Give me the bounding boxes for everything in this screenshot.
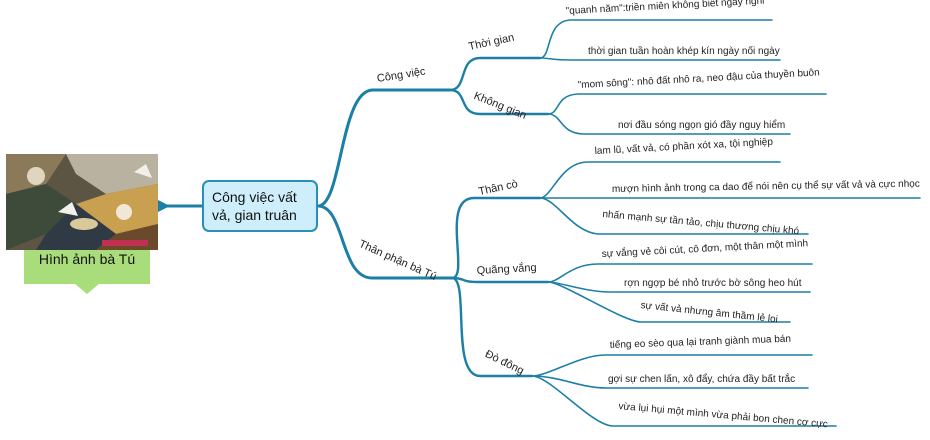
connector-leaf-tc-1 [539,161,781,199]
image-node [6,154,158,250]
connector-leaf-kg-2 [547,113,791,135]
connector-quang-vang [450,276,550,284]
central-topic-line-1: Công việc vất [212,189,297,205]
connector-leaf-dd-1 [531,354,813,377]
central-topic-line-2: vả, gian truân [212,207,297,223]
connector-leaf-tc-3 [539,197,809,235]
caption-pointer [74,283,100,294]
connector-leaf-dd-2 [531,375,809,389]
leaf-do-dong-2: gợi sự chen lấn, xô đẩy, chứa đầy bất tr… [608,374,796,385]
connector-leaf-qv-3 [547,281,791,323]
connector-than-co [450,196,542,280]
connector-arrowhead [158,200,170,212]
leaf-thoi-gian-2: thời gian tuần hoàn khép kín ngày nối ng… [588,46,780,57]
connector-do-dong [450,276,534,378]
connector-leaf-kg-1 [547,93,827,115]
connector-leaf-dd-3 [531,375,837,427]
connector-center-than-phan [316,204,454,280]
connector-thoi-gian [448,56,542,92]
connector-center-cong-viec [316,88,452,208]
image-caption: Hình ảnh bà Tú [24,250,150,284]
leaf-quang-vang-2: rợn ngợp bé nhỏ trước bờ sông heo hút [624,278,802,289]
leaf-khong-gian-2: nơi đầu sóng ngọn gió đầy nguy hiểm [618,120,786,131]
connector-khong-gian [448,88,550,116]
connector-leaf-tg-2 [539,57,781,61]
central-topic: Công việc vất vả, gian truân [202,180,318,232]
connector-leaf-tg-1 [539,19,773,59]
collage-image-icon [6,154,158,250]
connector-leaf-qv-1 [547,263,813,283]
